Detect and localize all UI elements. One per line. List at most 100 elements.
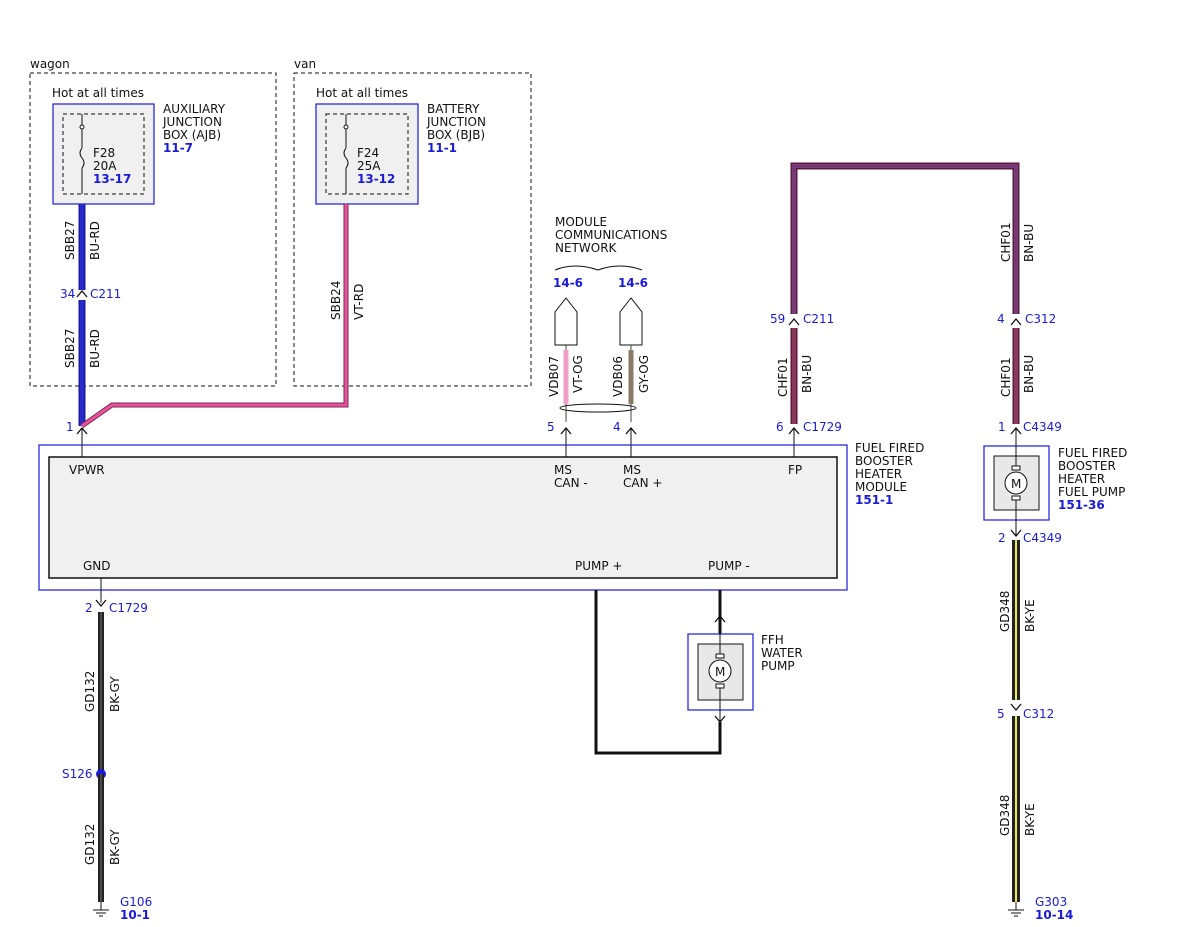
bjb-title-3: BOX (BJB) (427, 128, 485, 142)
gd132-circuit-upper: GD132 (83, 671, 97, 712)
pin-ms-can-minus-1: MS (554, 463, 572, 477)
c4349-2-name[interactable]: C4349 (1023, 531, 1062, 545)
c4349-2-pin: 2 (998, 531, 1006, 545)
vdb07-circuit: VDB07 (547, 356, 561, 397)
network-ref-right[interactable]: 14-6 (618, 276, 648, 290)
gd132-color-upper: BK-GY (108, 676, 122, 712)
heater-module-title-4: MODULE (855, 480, 907, 494)
twisted-pair-icon (559, 403, 637, 413)
gd348-color-upper: BK-YE (1023, 599, 1037, 632)
ajb-fuse-terminal (79, 124, 85, 130)
sbb27-color-b: BU-RD (88, 329, 102, 368)
heater-module-ref[interactable]: 151-1 (855, 493, 893, 507)
vdb07-color: VT-OG (571, 355, 585, 393)
van-zone-label: van (294, 57, 316, 71)
c4349-1-name[interactable]: C4349 (1023, 420, 1062, 434)
water-pump-motor-label: M (715, 665, 725, 679)
pin-ms-can-plus-1: MS (623, 463, 641, 477)
network-connector-right-icon[interactable] (619, 297, 643, 346)
heater-module-body[interactable] (48, 456, 838, 579)
wire-chf01-loop[interactable] (790, 162, 1020, 314)
bjb-title-2: JUNCTION (426, 115, 486, 129)
bjb-fuse-icon (343, 147, 349, 169)
bjb-fuse-ref[interactable]: 13-12 (357, 172, 395, 186)
c312-4-name[interactable]: C312 (1025, 312, 1056, 326)
c211-34-connector-icon (76, 289, 88, 298)
ajb-title-2: JUNCTION (162, 115, 222, 129)
g106-name[interactable]: G106 (120, 895, 152, 909)
bjb-fuse-name: F24 (357, 146, 379, 160)
c211-59-name[interactable]: C211 (803, 312, 834, 326)
fuel-pump-title-3: HEATER (1058, 472, 1105, 486)
gd132-color-lower: BK-GY (108, 829, 122, 865)
c312-5-name[interactable]: C312 (1023, 707, 1054, 721)
vdb06-circuit: VDB06 (611, 356, 625, 397)
chf01-color-pump: BN-BU (1022, 355, 1036, 393)
g106-ground-icon (93, 902, 109, 917)
water-pump-title-2: WATER (761, 646, 803, 660)
pump-minus-connector-icon (714, 614, 726, 623)
bjb-hot-label: Hot at all times (316, 86, 408, 100)
c4349-1-pin: 1 (998, 420, 1006, 434)
network-title-1: MODULE (555, 215, 607, 229)
g303-name[interactable]: G303 (1035, 895, 1067, 909)
c211-59-pin: 59 (770, 312, 785, 326)
ajb-title-3: BOX (AJB) (163, 128, 221, 142)
water-pump-title-1: FFH (761, 633, 784, 647)
network-connector-left-icon[interactable] (554, 297, 578, 346)
pin-vpwr-label: VPWR (69, 463, 105, 477)
fuel-pump-title-4: FUEL PUMP (1058, 485, 1125, 499)
bjb-title-1: BATTERY (427, 102, 480, 116)
wire-pump-loop[interactable] (594, 590, 722, 755)
bjb-box (315, 103, 419, 205)
pin-gnd-label: GND (83, 559, 111, 573)
ajb-ref[interactable]: 11-7 (163, 141, 193, 155)
c312-4-connector-icon (1010, 317, 1022, 326)
network-ref-left[interactable]: 14-6 (553, 276, 583, 290)
pin4-label: 4 (613, 420, 621, 434)
fuel-pump-motor-label: M (1011, 477, 1021, 491)
pin-pump-minus-label: PUMP - (708, 559, 750, 573)
fuel-pump-title-2: BOOSTER (1058, 459, 1116, 473)
heater-module-title-2: BOOSTER (855, 454, 913, 468)
network-title-3: NETWORK (555, 241, 618, 255)
c312-5-connector-icon (1010, 703, 1022, 712)
sbb27-circuit-b: SBB27 (63, 329, 77, 368)
g106-ref[interactable]: 10-1 (120, 908, 150, 922)
c1729-6-pin: 6 (776, 420, 784, 434)
vpwr-pin: 1 (66, 420, 74, 434)
c1729-6-name[interactable]: C1729 (803, 420, 842, 434)
c312-5-pin: 5 (997, 707, 1005, 721)
ajb-fuse-ref[interactable]: 13-17 (93, 172, 131, 186)
splice-s126-label: S126 (62, 767, 93, 781)
gd348-circuit-lower: GD348 (998, 795, 1012, 836)
c1729-2-name[interactable]: C1729 (109, 601, 148, 615)
wagon-zone (29, 72, 277, 387)
ajb-fuse-icon (79, 147, 85, 169)
sbb24-color: VT-RD (352, 284, 366, 320)
wire-sbb24[interactable] (80, 204, 349, 429)
water-pump-title-3: PUMP (761, 659, 795, 673)
ajb-title-1: AUXILIARY (163, 102, 226, 116)
bjb-inner (325, 113, 409, 195)
heater-module-title-1: FUEL FIRED (855, 441, 924, 455)
pin-fp-label: FP (788, 463, 802, 477)
c211-34-name[interactable]: C211 (90, 287, 121, 301)
pin5-label: 5 (547, 420, 555, 434)
van-zone (293, 72, 532, 387)
chf01-color-top: BN-BU (1022, 224, 1036, 262)
pin-pump-plus-label: PUMP + (575, 559, 622, 573)
gd348-color-lower: BK-YE (1023, 803, 1037, 836)
pin-ms-can-minus-2: CAN - (554, 476, 588, 490)
fuel-pump-motor-icon (1004, 471, 1028, 495)
bjb-ref[interactable]: 11-1 (427, 141, 457, 155)
sbb27-color-a: BU-RD (88, 221, 102, 260)
ajb-fuse-rating: 20A (93, 159, 117, 173)
ajb-inner (62, 113, 145, 195)
heater-module-outline (38, 444, 848, 591)
g303-ground-icon (1008, 902, 1024, 917)
c211-59-connector-icon (788, 317, 800, 326)
c312-4-pin: 4 (997, 312, 1005, 326)
fuel-pump-ref[interactable]: 151-36 (1058, 498, 1105, 512)
g303-ref[interactable]: 10-14 (1035, 908, 1073, 922)
